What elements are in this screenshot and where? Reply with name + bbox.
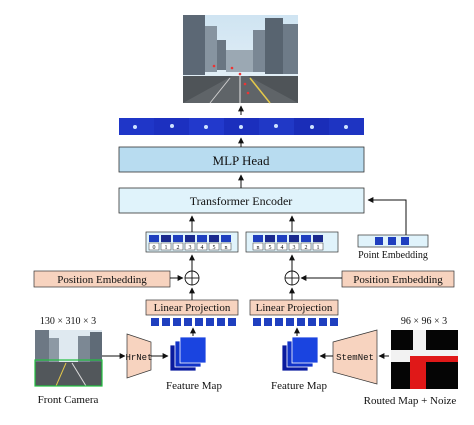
linear-projection-left-label: Linear Projection: [154, 302, 231, 314]
linear-projection-left: Linear Projection: [145, 299, 239, 316]
feature-map-right-label: Feature Map: [271, 380, 327, 392]
right-patch: [253, 318, 261, 326]
arrow-point-to-encoder: [367, 197, 407, 235]
right-patch: [308, 318, 316, 326]
output-scene-image: [183, 15, 298, 104]
right-token-index: n: [257, 245, 260, 251]
right-patch: [319, 318, 327, 326]
position-embedding-left: Position Embedding: [33, 270, 171, 288]
left-token-index-box: [208, 242, 220, 251]
left-token-index-box: [160, 242, 172, 251]
point-embedding-group: Point Embedding: [357, 197, 429, 261]
token-group-left: 0 1 2 3 4 5 n: [145, 231, 239, 253]
right-token-index: 1: [317, 245, 320, 251]
left-token-index: 4: [201, 245, 204, 251]
left-token-index: 3: [189, 245, 192, 251]
mlp-head-block: MLP Head: [118, 146, 365, 173]
plus-node-right: [284, 270, 300, 286]
right-patch: [297, 318, 305, 326]
left-token-index-box: [196, 242, 208, 251]
right-token-cell: [313, 235, 323, 242]
position-embedding-right-label: Position Embedding: [353, 274, 443, 286]
right-token-cell: [277, 235, 287, 242]
left-token-index: 0: [153, 245, 156, 251]
left-token-index-box: [184, 242, 196, 251]
left-token-index: 2: [177, 245, 180, 251]
linear-projection-right: Linear Projection: [249, 299, 339, 316]
patch-row-right: [253, 318, 338, 326]
left-token-cell: [173, 235, 183, 242]
left-token-index-box: [220, 242, 232, 251]
front-camera-label: Front Camera: [38, 394, 99, 406]
left-token-index-box: [148, 242, 160, 251]
right-token-cell: [301, 235, 311, 242]
feature-map-left: Feature Map: [166, 327, 222, 392]
right-token-cell: [253, 235, 263, 242]
right-token-index: 3: [293, 245, 296, 251]
right-token-index-box: [276, 242, 288, 251]
left-patch: [228, 318, 236, 326]
right-patch: [286, 318, 294, 326]
hrnet-label: HrNet: [125, 353, 152, 363]
transformer-encoder-label: Transformer Encoder: [190, 194, 293, 208]
left-token-cell: [185, 235, 195, 242]
left-patch: [217, 318, 225, 326]
left-token-cell: [161, 235, 171, 242]
left-token-cell: [197, 235, 207, 242]
right-patch: [264, 318, 272, 326]
right-token-index-box: [288, 242, 300, 251]
right-token-index: 2: [305, 245, 308, 251]
left-patch: [173, 318, 181, 326]
right-token-index-box: [312, 242, 324, 251]
left-patch: [162, 318, 170, 326]
left-token-index: 5: [213, 245, 216, 251]
left-token-cell: [149, 235, 159, 242]
linear-projection-right-label: Linear Projection: [256, 302, 333, 314]
front-camera-size-label: 130 × 310 × 3: [40, 316, 96, 327]
stemnet-block: StemNet: [332, 329, 378, 385]
feature-map-left-label: Feature Map: [166, 380, 222, 392]
left-patch: [206, 318, 214, 326]
right-patch: [330, 318, 338, 326]
transformer-encoder-block: Transformer Encoder: [118, 187, 365, 214]
right-patch: [275, 318, 283, 326]
routed-map-label: Routed Map + Noize: [364, 395, 457, 407]
left-token-cell: [209, 235, 219, 242]
right-token-cell: [265, 235, 275, 242]
right-token-index: 4: [281, 245, 284, 251]
left-token-index-box: [172, 242, 184, 251]
left-token-cell: [221, 235, 231, 242]
left-patch: [151, 318, 159, 326]
right-token-cell: [289, 235, 299, 242]
point-token: [388, 237, 396, 245]
token-group-right: n 5 4 3 2 1: [245, 231, 339, 253]
left-patch: [184, 318, 192, 326]
left-token-index: 1: [165, 245, 168, 251]
stemnet-label: StemNet: [336, 353, 374, 363]
routed-map-image: [391, 330, 458, 389]
plus-node-left: [184, 270, 200, 286]
position-embedding-left-label: Position Embedding: [57, 274, 147, 286]
position-embedding-right: Position Embedding: [341, 270, 455, 288]
routed-map-size-label: 96 × 96 × 3: [401, 316, 447, 327]
right-token-index-box: [300, 242, 312, 251]
left-token-index: n: [225, 245, 228, 251]
feature-map-right: Feature Map: [271, 327, 327, 392]
point-token: [375, 237, 383, 245]
attention-heatmap-strip: [119, 118, 364, 135]
point-token: [401, 237, 409, 245]
right-token-index-box: [252, 242, 264, 251]
right-token-index-box: [264, 242, 276, 251]
point-embedding-label: Point Embedding: [358, 250, 428, 261]
front-camera-image: [34, 330, 103, 387]
hrnet-block: HrNet: [125, 333, 153, 379]
right-token-index: 5: [269, 245, 272, 251]
mlp-head-label: MLP Head: [213, 153, 270, 168]
left-patch: [195, 318, 203, 326]
patch-row-left: [151, 318, 236, 326]
